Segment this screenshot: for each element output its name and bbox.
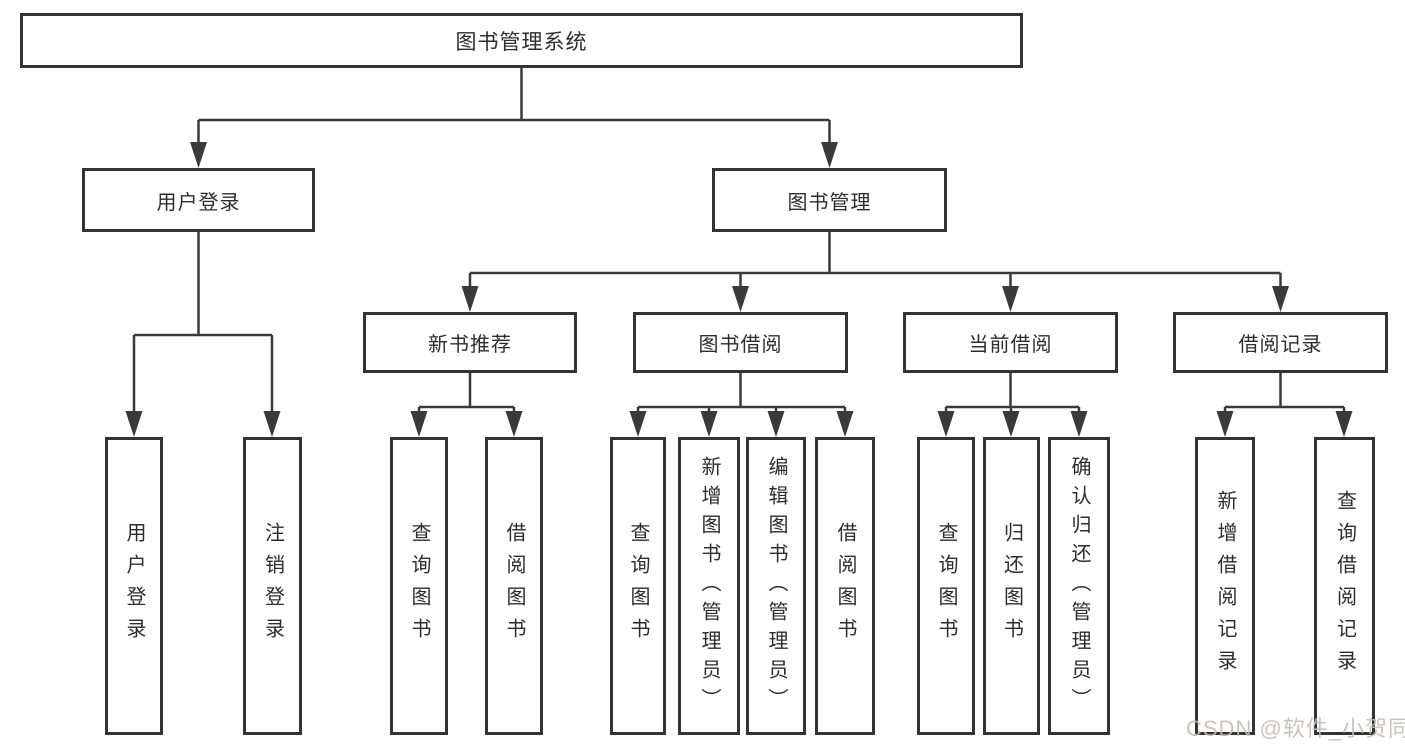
leaf-borrow-books-2: 借阅图书 xyxy=(815,437,875,735)
leaf-confirm-return-admin: 确认归还（管理员） xyxy=(1048,437,1110,735)
node-new-book-recommend-label: 新书推荐 xyxy=(428,334,512,356)
leaf-query-books-recommend: 查询图书 xyxy=(390,437,448,735)
node-current-borrow: 当前借阅 xyxy=(903,312,1118,373)
leaf-user-login-label: 用户登录 xyxy=(123,522,145,650)
leaf-add-borrow-record-label: 新增借阅记录 xyxy=(1214,490,1236,682)
node-new-book-recommend: 新书推荐 xyxy=(363,312,577,373)
node-root-label: 图书管理系统 xyxy=(455,30,588,54)
node-borrow-records-label: 借阅记录 xyxy=(1238,334,1323,356)
leaf-user-login: 用户登录 xyxy=(105,437,163,735)
leaf-add-book-admin: 新增图书（管理员） xyxy=(678,437,740,735)
leaf-borrow-books-recommend: 借阅图书 xyxy=(485,437,543,735)
leaf-query-books-current-label: 查询图书 xyxy=(935,522,957,650)
node-current-borrow-label: 当前借阅 xyxy=(968,334,1053,356)
leaf-add-borrow-record: 新增借阅记录 xyxy=(1195,437,1255,735)
node-book-management-label: 图书管理 xyxy=(787,191,872,214)
node-user-login-label: 用户登录 xyxy=(156,191,241,214)
leaf-query-books-borrow-label: 查询图书 xyxy=(627,522,649,650)
node-book-borrow-label: 图书借阅 xyxy=(698,334,783,356)
leaf-add-book-admin-label: 新增图书（管理员） xyxy=(698,455,720,717)
node-book-borrow: 图书借阅 xyxy=(633,312,848,373)
leaf-logout-label: 注销登录 xyxy=(261,522,284,650)
leaf-query-borrow-record-label: 查询借阅记录 xyxy=(1333,490,1356,682)
leaf-confirm-return-admin-label: 确认归还（管理员） xyxy=(1068,455,1090,717)
arrowheads xyxy=(125,142,1353,437)
leaf-logout: 注销登录 xyxy=(243,437,302,735)
leaf-query-borrow-record: 查询借阅记录 xyxy=(1314,437,1375,735)
node-book-management: 图书管理 xyxy=(712,168,947,232)
leaf-borrow-books-recommend-label: 借阅图书 xyxy=(503,522,525,650)
node-user-login: 用户登录 xyxy=(82,168,315,232)
leaf-query-books-current: 查询图书 xyxy=(917,437,975,735)
leaf-return-books: 归还图书 xyxy=(983,437,1040,735)
leaf-edit-book-admin-label: 编辑图书（管理员） xyxy=(765,455,787,717)
leaf-return-books-label: 归还图书 xyxy=(1000,522,1023,650)
leaf-query-books-borrow: 查询图书 xyxy=(610,437,666,735)
leaf-borrow-books-2-label: 借阅图书 xyxy=(834,522,856,650)
leaf-query-books-recommend-label: 查询图书 xyxy=(408,522,430,650)
node-borrow-records: 借阅记录 xyxy=(1173,312,1388,373)
leaf-edit-book-admin: 编辑图书（管理员） xyxy=(746,437,806,735)
watermark: CSDN @软件_小贺同学 xyxy=(1186,716,1405,741)
node-root: 图书管理系统 xyxy=(20,13,1023,68)
